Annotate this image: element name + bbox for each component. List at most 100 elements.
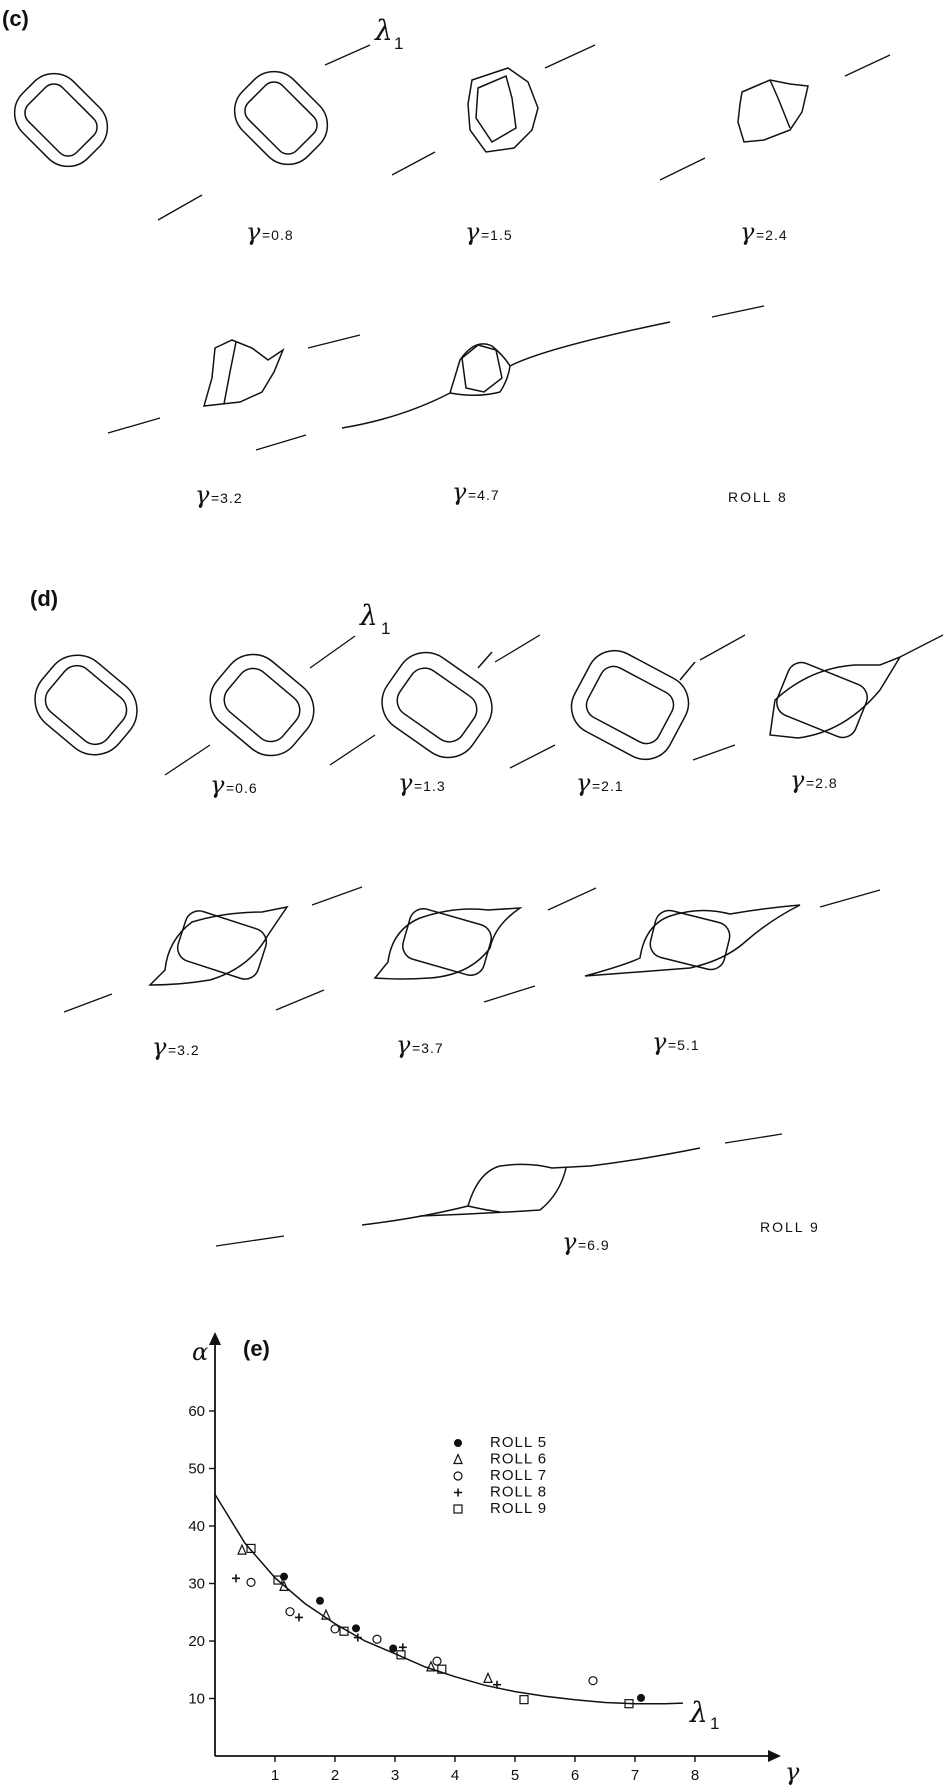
legend-label: ROLL 8 xyxy=(490,1484,547,1501)
drop-stretched-outline xyxy=(342,322,670,428)
streamline xyxy=(510,745,555,768)
data-point xyxy=(373,1635,381,1643)
panel-c: (c) λ 1 γ xyxy=(2,6,890,509)
fit-curve xyxy=(215,1494,683,1703)
gamma-label-c-4.7: γ =4.7 xyxy=(452,478,500,506)
gamma-label-c-2.4: γ =2.4 xyxy=(740,218,788,246)
streamlines-d-row3 xyxy=(216,1134,782,1246)
gamma-label-d-3.7: γ =3.7 xyxy=(396,1031,444,1059)
drop-inner-core xyxy=(174,907,270,982)
drop-d-gamma-5.1 xyxy=(585,905,800,976)
drop-inner-core xyxy=(468,1206,500,1212)
y-tick-label: 10 xyxy=(188,1691,205,1708)
drop-outer-outline xyxy=(223,60,339,176)
gamma-label-d-1.3: γ =1.3 xyxy=(398,769,446,797)
drop-inner-core xyxy=(476,76,516,142)
streamline xyxy=(108,418,160,433)
drop-outer-outline xyxy=(22,642,150,768)
gamma-symbol: γ xyxy=(246,218,261,246)
gamma-symbol: γ xyxy=(152,1033,167,1061)
gamma-value: =1.3 xyxy=(414,778,446,794)
streamline xyxy=(308,335,360,348)
data-point xyxy=(433,1657,441,1665)
streamline xyxy=(64,994,112,1012)
streamline xyxy=(495,635,540,662)
x-tick-label: 3 xyxy=(391,1767,399,1784)
x-tick-label: 7 xyxy=(631,1767,639,1784)
data-point xyxy=(520,1696,528,1704)
gamma-symbol: γ xyxy=(790,766,805,794)
drop-c-gamma-4.7 xyxy=(342,322,670,428)
gamma-label-d-5.1: γ =5.1 xyxy=(652,1028,700,1056)
legend-label: ROLL 5 xyxy=(490,1434,547,1451)
gamma-label-d-0.6: γ =0.6 xyxy=(210,771,258,799)
x-axis-label: γ xyxy=(785,1758,800,1786)
gamma-value: =2.4 xyxy=(756,227,788,243)
streamline xyxy=(312,887,362,905)
x-tick-label: 2 xyxy=(331,1767,339,1784)
drop-outer-outline xyxy=(562,641,699,769)
drop-tip xyxy=(478,652,492,668)
drop-d-gamma-1.3 xyxy=(370,641,503,769)
y-tick-label: 30 xyxy=(188,1576,205,1593)
drop-d-gamma-6.9 xyxy=(362,1148,700,1225)
legend: ROLL 5ROLL 6ROLL 7ROLL 8ROLL 9 xyxy=(454,1434,547,1517)
y-axis-arrow xyxy=(209,1332,221,1345)
gamma-label-c-0.8: γ =0.8 xyxy=(246,218,294,246)
drop-d-gamma-2.1 xyxy=(562,641,699,769)
streamline xyxy=(712,306,764,317)
gamma-value: =3.2 xyxy=(168,1042,200,1058)
lambda-1-subscript-c: 1 xyxy=(394,34,403,53)
data-point xyxy=(247,1578,255,1586)
gamma-label-d-6.9: γ =6.9 xyxy=(562,1228,610,1256)
legend-marker xyxy=(454,1489,462,1497)
gamma-value: =3.2 xyxy=(211,490,243,506)
drop-inner-core xyxy=(647,908,732,973)
streamline xyxy=(310,636,355,668)
gamma-label-c-3.2: γ =3.2 xyxy=(195,481,243,509)
gamma-symbol: γ xyxy=(210,771,225,799)
drop-inner-core xyxy=(39,659,133,751)
gamma-label-d-2.8: γ =2.8 xyxy=(790,766,838,794)
gamma-symbol: γ xyxy=(562,1228,577,1256)
drop-inner-core xyxy=(391,662,483,748)
gamma-symbol: γ xyxy=(396,1031,411,1059)
x-tick-label: 5 xyxy=(511,1767,519,1784)
streamlines-c-row1 xyxy=(158,45,890,220)
curve-lambda-label: λ xyxy=(689,1696,708,1729)
drop-outer-outline xyxy=(198,642,326,768)
streamline xyxy=(165,745,210,775)
streamlines-d-row2 xyxy=(64,887,880,1012)
y-tick-label: 50 xyxy=(188,1461,205,1478)
data-point xyxy=(286,1608,294,1616)
data-point xyxy=(295,1613,303,1621)
legend-marker xyxy=(454,1472,462,1480)
streamline xyxy=(330,735,375,765)
legend-label: ROLL 7 xyxy=(490,1467,547,1484)
drop-c-initial xyxy=(3,62,119,178)
streamline xyxy=(325,45,370,65)
roll-label-d: ROLL 9 xyxy=(760,1219,820,1235)
drop-stretched-outline-lower xyxy=(420,1168,566,1216)
gamma-label-d-2.1: γ =2.1 xyxy=(576,769,624,797)
drop-outer-outline xyxy=(738,80,808,142)
streamline xyxy=(660,158,705,180)
lambda-1-label-c: λ xyxy=(374,14,393,47)
roll-label-c: ROLL 8 xyxy=(728,489,788,505)
x-tick-label: 8 xyxy=(691,1767,699,1784)
legend-marker xyxy=(454,1505,462,1513)
drop-d-gamma-3.2 xyxy=(150,907,287,985)
gamma-value: =0.8 xyxy=(262,227,294,243)
gamma-value: =5.1 xyxy=(668,1037,700,1053)
streamline xyxy=(392,152,435,175)
drop-d-gamma-3.7 xyxy=(375,905,520,979)
drop-stretched-outline xyxy=(362,1148,700,1225)
drop-tip xyxy=(680,662,695,680)
panel-c-label: (c) xyxy=(2,6,29,31)
drop-outer-outline xyxy=(3,62,119,178)
gamma-symbol: γ xyxy=(465,218,480,246)
data-points xyxy=(232,1544,645,1707)
gamma-symbol: γ xyxy=(195,481,210,509)
